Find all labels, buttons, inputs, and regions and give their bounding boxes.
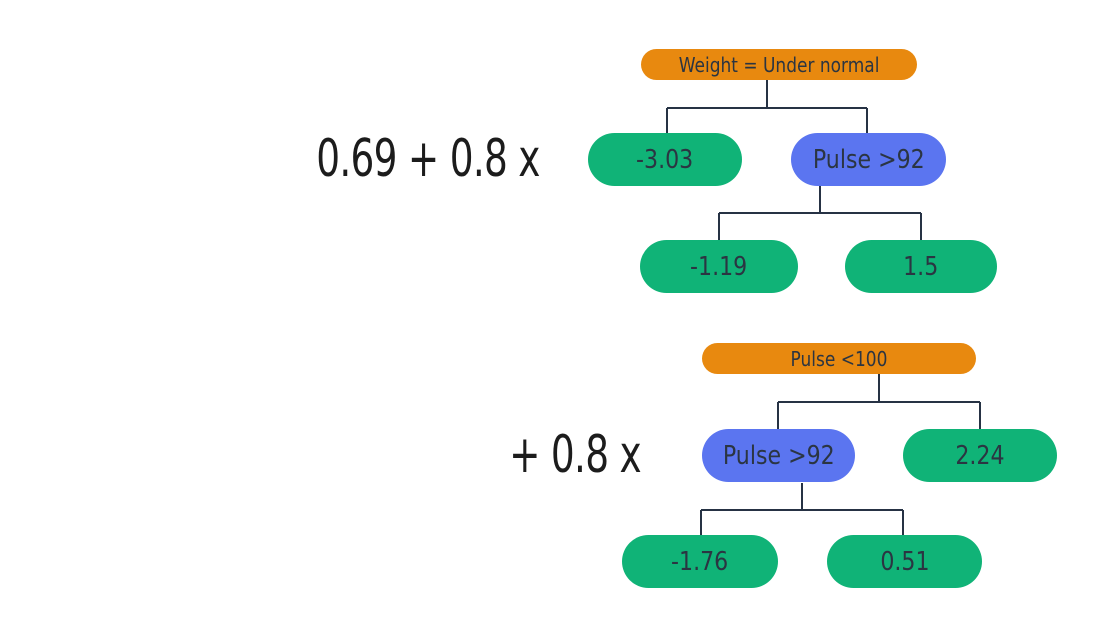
tree-node-t1-root: Weight = Under normal xyxy=(641,49,917,80)
edge-connector-tree-1 xyxy=(718,186,922,243)
tree-node-t2-lr: 0.51 xyxy=(827,535,982,588)
edge-connector-tree-2 xyxy=(777,374,981,432)
tree-node-label-t1-r: Pulse >92 xyxy=(812,144,925,175)
tree-node-label-t2-l: Pulse >92 xyxy=(722,440,835,471)
tree-node-label-t2-r: 2.24 xyxy=(955,440,1005,471)
boosting-formula-term-1: 0.69 + 0.8 x xyxy=(316,129,540,189)
tree-node-t1-rr: 1.5 xyxy=(845,240,997,293)
edge-connector-tree-1 xyxy=(666,79,868,136)
tree-node-t1-l: -3.03 xyxy=(588,133,742,186)
tree-node-t2-root: Pulse <100 xyxy=(702,343,976,374)
tree-node-t2-ll: -1.76 xyxy=(622,535,778,588)
edge-connector-tree-2 xyxy=(700,483,904,538)
tree-node-label-t1-rr: 1.5 xyxy=(903,251,939,282)
tree-node-label-t1-rl: -1.19 xyxy=(690,251,748,282)
tree-node-t1-r: Pulse >92 xyxy=(791,133,946,186)
tree-node-t2-l: Pulse >92 xyxy=(702,429,855,482)
tree-node-label-t2-lr: 0.51 xyxy=(879,546,930,577)
tree-node-label-t1-l: -3.03 xyxy=(636,144,694,175)
tree-node-t1-rl: -1.19 xyxy=(640,240,798,293)
tree-node-label-t2-ll: -1.76 xyxy=(671,546,729,577)
tree-node-t2-r: 2.24 xyxy=(903,429,1057,482)
boosting-formula-term-2: + 0.8 x xyxy=(509,425,642,485)
tree-node-label-t1-root: Weight = Under normal xyxy=(678,52,880,77)
tree-node-label-t2-root: Pulse <100 xyxy=(790,346,888,371)
